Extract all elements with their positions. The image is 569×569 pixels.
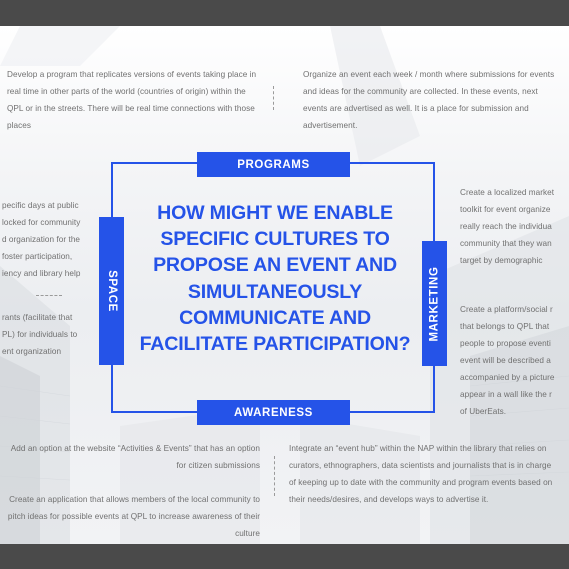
note-top-right: Organize an event each week / month wher… xyxy=(303,70,555,130)
note-right-1: Create a localized market toolkit for ev… xyxy=(460,188,555,265)
note-top-left: Develop a program that replicates versio… xyxy=(7,70,257,130)
note-bottom-left-2: Create an application that allows member… xyxy=(7,495,260,538)
divider-bottom xyxy=(274,456,275,496)
space-label: SPACE xyxy=(99,217,124,365)
awareness-label: AWARENESS xyxy=(197,400,350,425)
question-heading: HOW MIGHT WE ENABLE SPECIFIC CULTURES TO… xyxy=(139,202,411,356)
marketing-label: MARKETING xyxy=(422,241,447,366)
note-bottom-right: Integrate an “event hub” within the NAP … xyxy=(289,444,553,504)
note-right-2: Create a platform/social r that belongs … xyxy=(460,305,555,416)
note-left-2: rants (facilitate that PL) for individua… xyxy=(2,313,78,356)
note-left-1: pecific days at public locked for commun… xyxy=(2,201,81,278)
board-canvas: Develop a program that replicates versio… xyxy=(0,26,569,544)
divider-left xyxy=(36,295,62,296)
divider-top xyxy=(273,86,274,110)
note-bottom-left-1: Add an option at the website “Activities… xyxy=(10,444,260,470)
programs-label: PROGRAMS xyxy=(197,152,350,177)
